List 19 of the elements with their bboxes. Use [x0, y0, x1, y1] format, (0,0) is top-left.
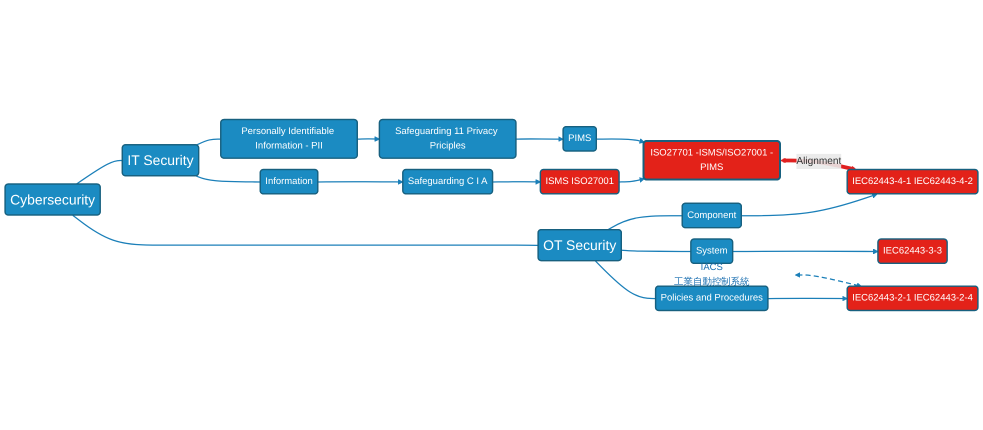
- arrow: [492, 179, 541, 185]
- edge-label: Alignment: [796, 156, 842, 166]
- arrow: [768, 296, 848, 302]
- arrow: [794, 272, 862, 288]
- connector: [607, 215, 682, 230]
- arrow: [596, 138, 645, 144]
- arrow: [742, 193, 878, 216]
- arrow: [619, 177, 645, 183]
- node-text: IACS 工業自動控制系統: [674, 262, 750, 287]
- connector: [76, 160, 123, 185]
- arrow: [732, 248, 879, 254]
- arrow: [318, 179, 404, 185]
- connector: [196, 138, 222, 146]
- connector: [196, 175, 261, 183]
- connector: [72, 214, 538, 246]
- arrow: [516, 136, 564, 142]
- arrow: [358, 136, 380, 142]
- connector: [622, 250, 692, 252]
- connector: [594, 260, 656, 300]
